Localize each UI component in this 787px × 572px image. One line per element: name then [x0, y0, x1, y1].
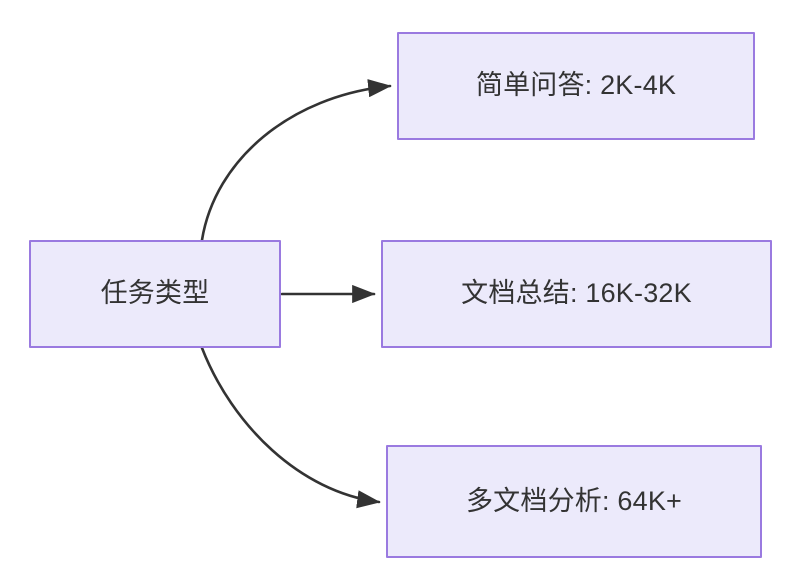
- node-simple-qa[interactable]: 简单问答: 2K-4K: [397, 32, 755, 140]
- edge-to-simple-qa: [200, 79, 392, 242]
- node-simple-qa-label: 简单问答: 2K-4K: [475, 70, 677, 101]
- node-doc-summary-label: 文档总结: 16K-32K: [461, 278, 692, 309]
- node-doc-summary[interactable]: 文档总结: 16K-32K: [381, 240, 772, 348]
- node-multi-doc-label: 多文档分析: 64K+: [465, 485, 682, 516]
- node-multi-doc[interactable]: 多文档分析: 64K+: [386, 445, 762, 558]
- node-task-type-label: 任务类型: [100, 278, 210, 309]
- edge-to-multi-doc: [200, 346, 381, 509]
- node-task-type[interactable]: 任务类型: [29, 240, 281, 348]
